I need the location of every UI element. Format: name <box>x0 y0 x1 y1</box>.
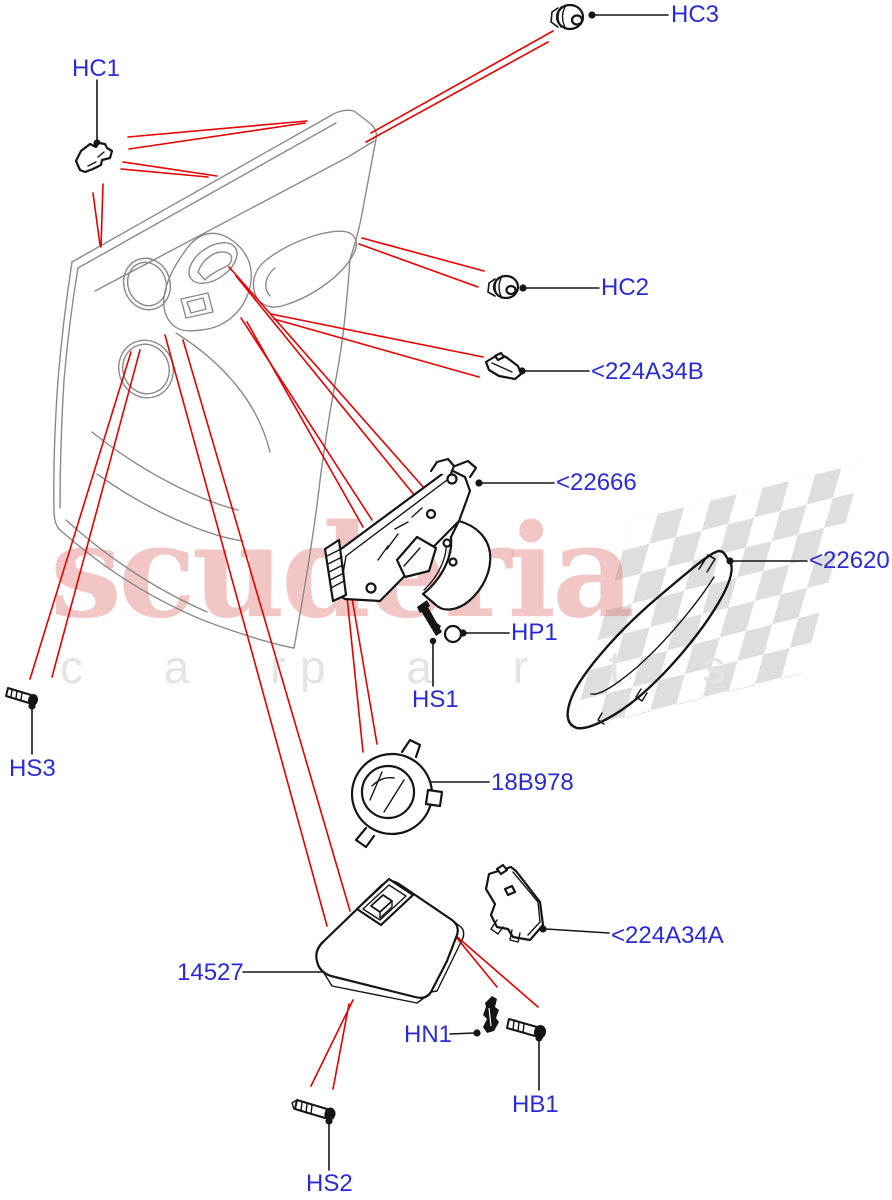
part-label-hs1[interactable]: HS1 <box>412 686 459 713</box>
part-label-224a34a[interactable]: <224A34A <box>611 922 724 949</box>
part-label-14527[interactable]: 14527 <box>177 959 244 986</box>
part-label-224a34b[interactable]: <224A34B <box>591 358 704 385</box>
part-label-hc2[interactable]: HC2 <box>601 274 650 301</box>
part-hs2-screw-icon <box>291 1099 336 1121</box>
part-label-hs2[interactable]: HS2 <box>306 1170 353 1197</box>
part-hs1-screw-icon <box>417 600 442 636</box>
part-label-hs3[interactable]: HS3 <box>9 755 56 782</box>
part-hc1-clip-icon <box>74 141 114 174</box>
part-18b978-speaker-bracket-icon <box>350 738 444 849</box>
part-hs3-screw-icon <box>5 687 39 706</box>
part-label-hn1[interactable]: HN1 <box>404 1021 453 1048</box>
part-hc2-grommet-icon <box>487 274 520 300</box>
part-label-22666[interactable]: <22666 <box>556 469 637 496</box>
part-224a34a-bracket-icon <box>484 863 545 943</box>
red-callout-lines <box>29 30 554 1090</box>
part-22620-bezel-icon <box>566 549 733 730</box>
part-label-18b978[interactable]: 18B978 <box>491 769 574 796</box>
part-label-hp1[interactable]: HP1 <box>511 619 558 646</box>
part-hc3-grommet-icon <box>550 3 585 31</box>
part-label-hb1[interactable]: HB1 <box>512 1091 559 1118</box>
part-hb1-bolt-icon <box>506 1018 547 1039</box>
part-22666-handle-assembly <box>323 457 492 611</box>
part-14527-switch-panel-icon <box>315 877 465 1004</box>
part-label-22620[interactable]: <22620 <box>809 547 890 574</box>
door-panel-drawing <box>53 109 378 649</box>
watermark-tagline-car: c a r <box>60 641 320 693</box>
part-label-hc1[interactable]: HC1 <box>72 55 121 82</box>
part-label-hc3[interactable]: HC3 <box>671 1 720 28</box>
part-224a34b-bracket-icon <box>484 351 523 381</box>
part-hn1-clip-icon <box>483 996 499 1033</box>
